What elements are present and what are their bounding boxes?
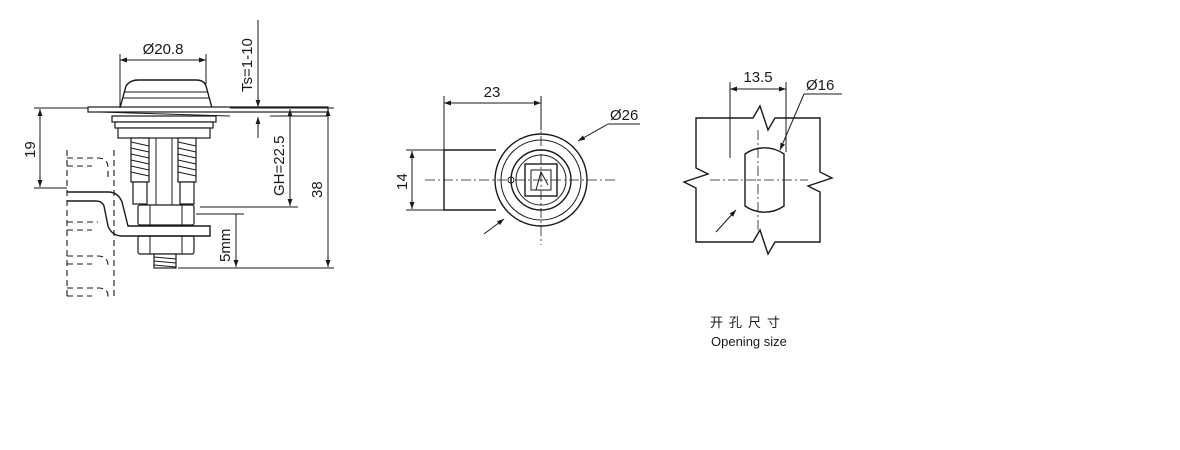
lock-head — [119, 79, 213, 109]
dim-cam-offset: 19 — [22, 141, 39, 158]
dim-flange-diameter: Ø20.8 — [143, 41, 184, 58]
dim-total-length: 38 — [309, 181, 326, 198]
cam-rotation-positions — [66, 150, 115, 300]
dim-grip-height: GH=22.5 — [271, 136, 288, 196]
cutout-view: 13.5 Ø16 开孔尺寸 Opening size — [682, 69, 842, 349]
dim-cam-width: 14 — [394, 173, 411, 190]
threaded-stud-right — [177, 137, 197, 205]
side-view: Ø20.8 Ts=1-10 19 GH=22.5 38 5mm — [22, 20, 334, 300]
dim-body-diameter: Ø26 — [610, 107, 638, 124]
caption-english: Opening size — [711, 334, 787, 349]
dim-panel-thickness: Ts=1-10 — [239, 38, 256, 92]
dim-flat-width: 13.5 — [743, 69, 772, 86]
front-view: 23 14 Ø26 — [394, 84, 640, 245]
dim-cam-length: 23 — [484, 84, 501, 101]
threaded-stud-left — [130, 137, 150, 205]
caption-chinese: 开孔尺寸 — [710, 315, 786, 330]
dim-hole-diameter: Ø16 — [806, 77, 834, 94]
lower-nut — [137, 235, 195, 255]
upper-nut — [137, 204, 195, 226]
cam-plate — [67, 191, 211, 237]
dim-thread-extension: 5mm — [217, 229, 234, 262]
panel-section — [682, 104, 834, 256]
